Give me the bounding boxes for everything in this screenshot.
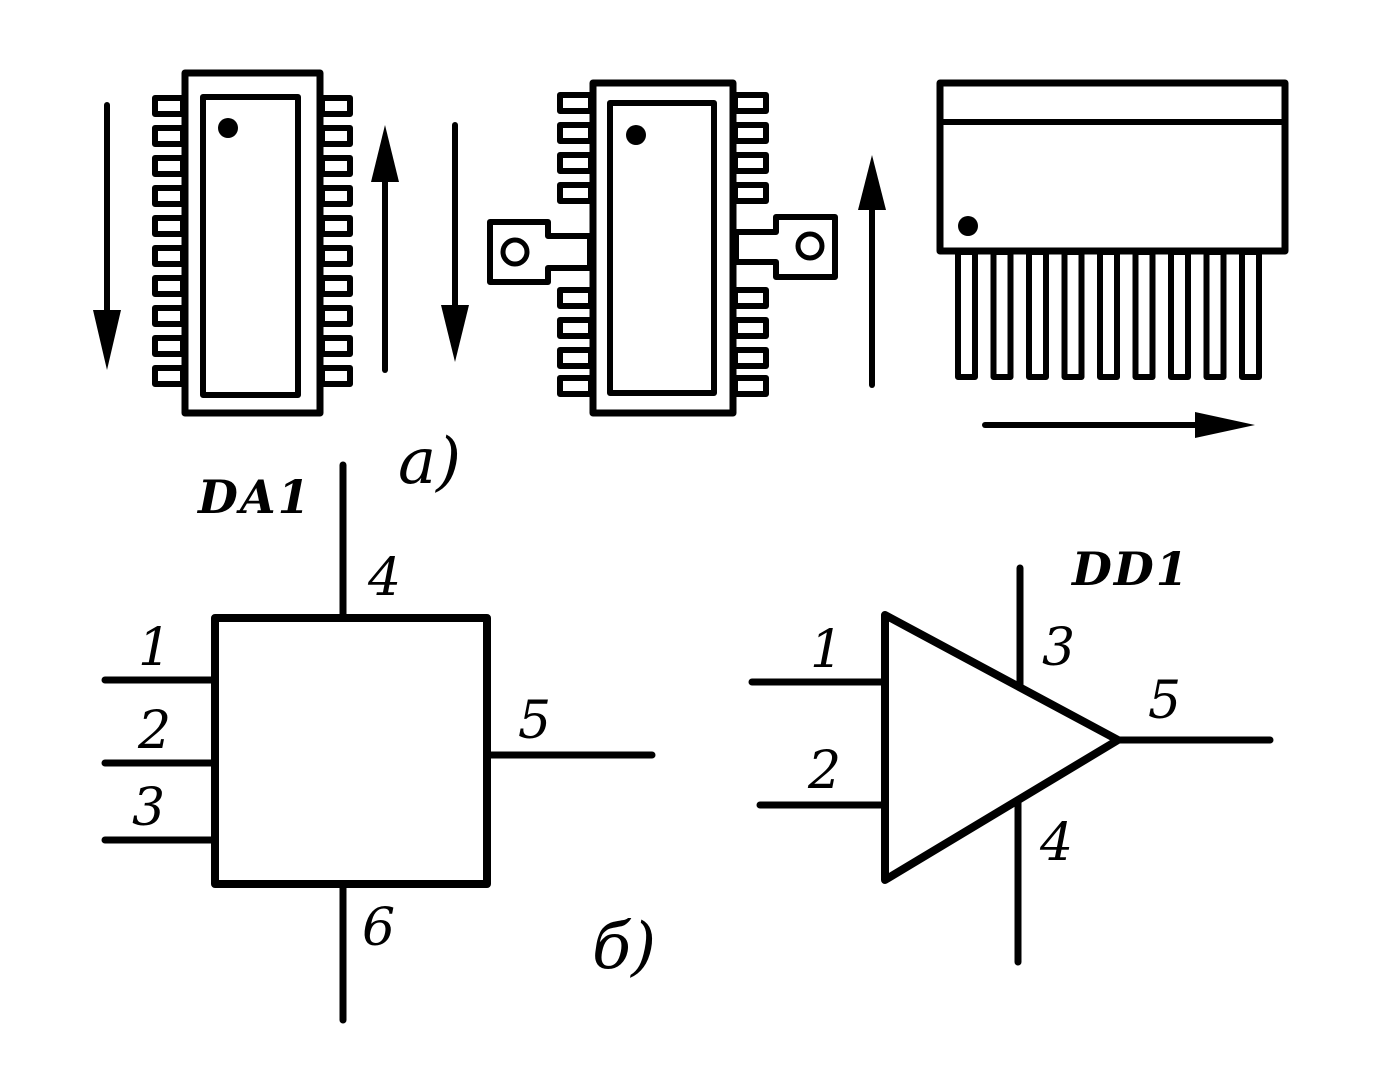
package-pin [152,365,186,387]
package-lead [990,249,1014,380]
package-lead [1203,249,1227,380]
da1-pin-4-label: 4 [367,548,401,608]
package-pin [732,347,769,369]
dd1-pin-3-label: 3 [1042,618,1075,678]
package-pin [152,305,186,327]
package-pin [557,92,594,114]
dd1-pin-4-label: 4 [1039,813,1073,873]
package-pin [152,275,186,297]
arrow-right-bottom [982,412,1255,438]
dd1-pin-2-label: 2 [807,741,841,801]
package-pin [152,335,186,357]
package-lead [1239,249,1262,380]
package-pin [319,335,353,357]
package-pin [319,185,353,207]
package-pin [557,287,594,309]
package-pin [319,245,353,267]
package-pin [319,215,353,237]
da1-pin-5-label: 5 [518,691,551,751]
package-pin [319,305,353,327]
dd1-ref-label: DD1 [1070,542,1190,596]
package-pin [732,152,769,174]
package-pin [732,375,769,397]
part-a-label: a) [398,425,461,499]
package-lead [1061,249,1085,380]
package-lead [955,249,978,380]
arrow-up-left [371,125,399,373]
da1-pin-1-label: 1 [138,618,171,678]
arrow-up-right [858,155,886,388]
chip-package-icon [152,69,353,417]
package-pin [319,365,353,387]
package-pin [557,152,594,174]
da1-pin-6-label: 6 [362,898,395,958]
package-lead [1097,249,1120,380]
arrow-down-left [93,102,121,370]
package-pin [319,275,353,297]
package-pin [557,375,594,397]
package-pin [319,95,353,117]
package-pin [319,125,353,147]
package-pin [319,155,353,177]
da1-pin-2-label: 2 [137,701,171,761]
dd1-pin-5-label: 5 [1148,671,1181,731]
package-lead [1026,249,1049,380]
package-pin [732,287,769,309]
package-pin [557,317,594,339]
dd1-symbol [748,564,1274,966]
chip-package-sip-icon [936,79,1289,380]
package-lead [1168,249,1191,380]
package-pin [732,182,769,204]
package-pin [732,92,769,114]
da1-ref-label: DA1 [196,470,312,524]
package-pin [152,125,186,147]
package-pin [152,185,186,207]
chip-package-flanged-icon [487,79,838,417]
package-pin [557,347,594,369]
da1-pin-3-label: 3 [132,778,165,838]
arrow-down-middle [441,122,469,362]
part-b-label: б) [592,910,656,984]
package-pin [557,182,594,204]
package-pin [732,122,769,144]
package-pin [152,155,186,177]
package-lead [1132,249,1156,380]
package-pin [152,245,186,267]
da1-symbol [101,461,656,1024]
package-pin [557,122,594,144]
dd1-pin-1-label: 1 [810,620,843,680]
package-pin [732,317,769,339]
package-pin [152,95,186,117]
package-pin [152,215,186,237]
